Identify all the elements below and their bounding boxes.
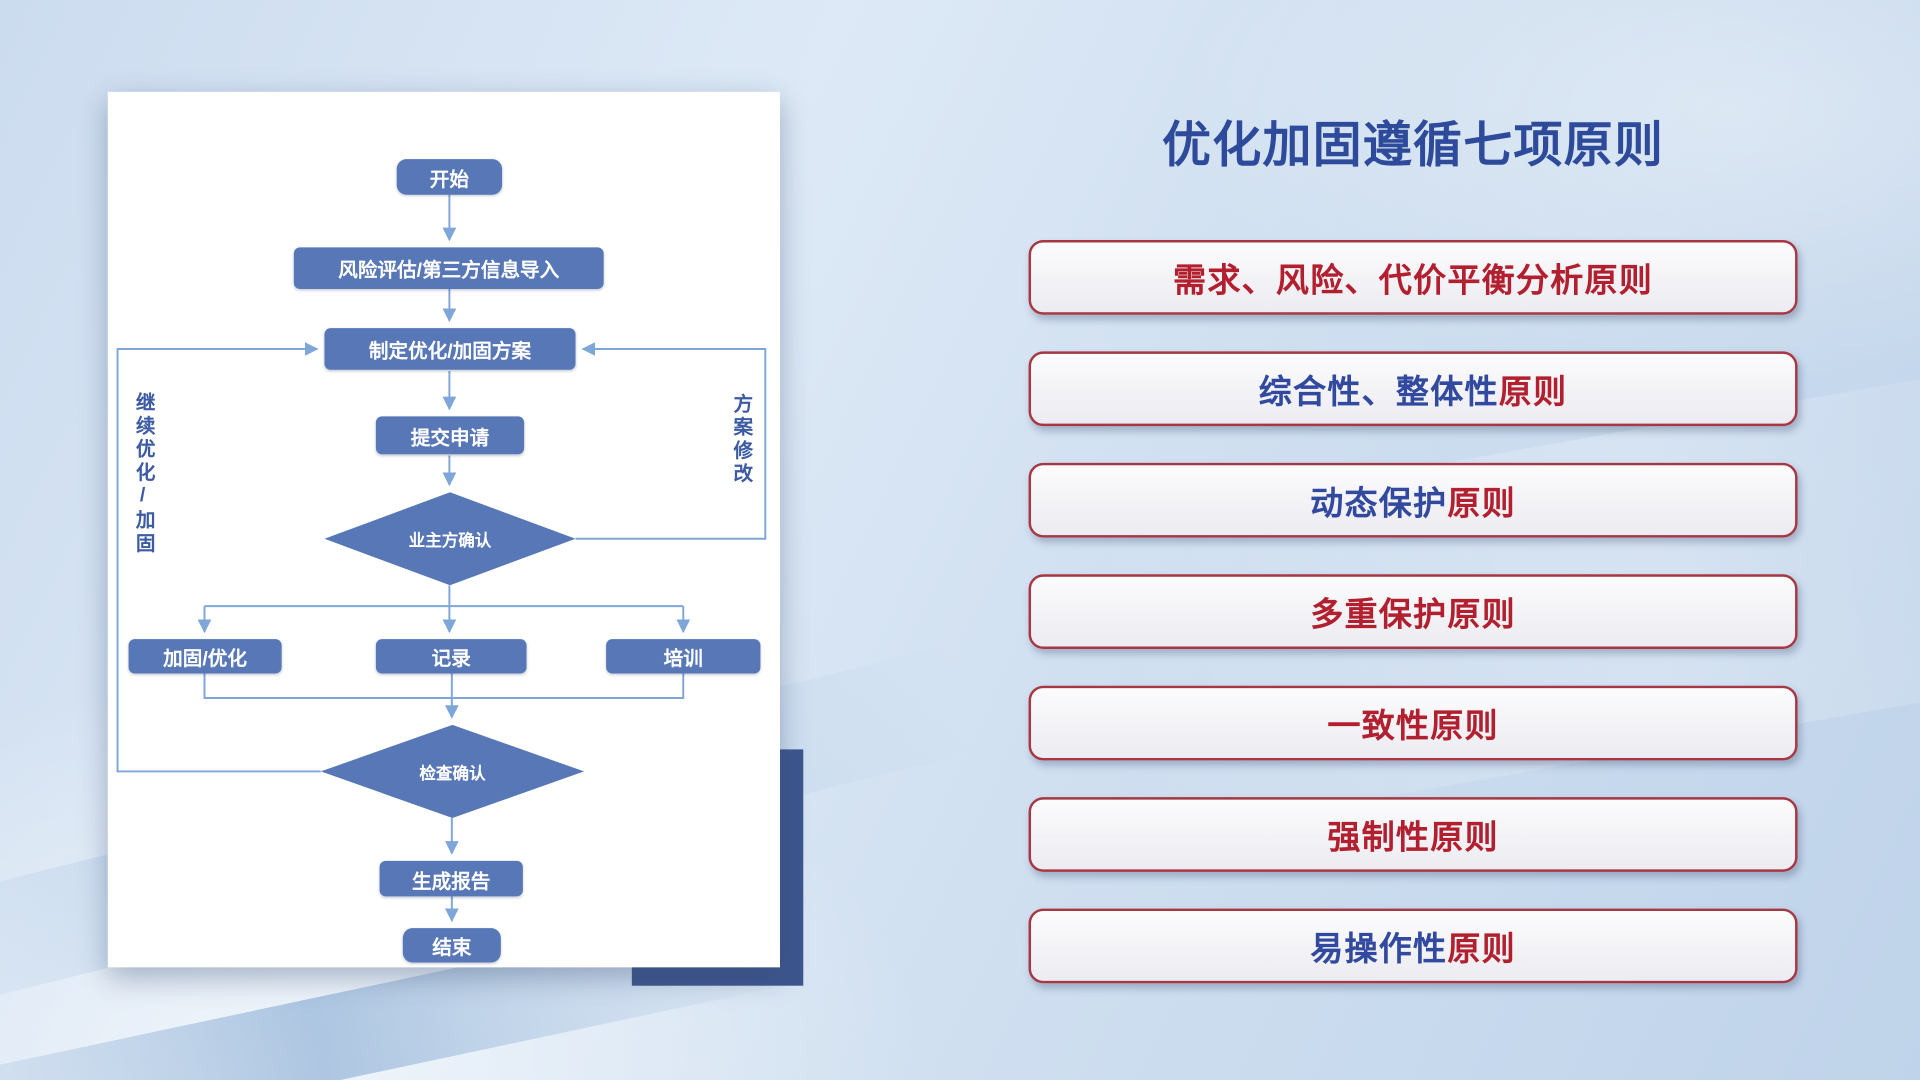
- principle-text: 一致性原则: [1327, 707, 1499, 745]
- principle-text: 综合性、整体性: [1258, 373, 1499, 411]
- flow-node-record: 记录: [375, 639, 527, 674]
- principle-text-suffix: 原则: [1447, 930, 1516, 968]
- flow-node-report: 生成报告: [379, 860, 523, 897]
- flow-node-submit: 提交申请: [375, 416, 525, 455]
- flow-label-plan-revision: 方案修改: [729, 393, 751, 487]
- principle-box-2: 综合性、整体性原则: [1028, 351, 1798, 427]
- principle-box-3: 动态保护原则: [1028, 462, 1798, 538]
- line-branch-merge: [203, 673, 685, 699]
- flow-node-end: 结束: [402, 928, 501, 963]
- flowchart-panel: 开始 风险评估/第三方信息导入 制定优化/加固方案 提交申请 业主方确认 加固/…: [107, 91, 781, 968]
- flow-node-make-plan: 制定优化/加固方案: [324, 328, 576, 370]
- principle-text: 强制性原则: [1327, 819, 1499, 856]
- flow-node-reinforce: 加固/优化: [128, 639, 282, 674]
- principle-box-7: 易操作性原则: [1028, 908, 1798, 984]
- loop-plan-revision: [575, 342, 767, 540]
- principle-text-suffix: 原则: [1447, 484, 1516, 522]
- flow-node-training: 培训: [606, 639, 761, 674]
- principle-box-4: 多重保护原则: [1028, 574, 1798, 649]
- principles-column: 优化加固遵循七项原则 需求、风险、代价平衡分析原则 综合性、整体性原则 动态保护…: [1028, 0, 1798, 1080]
- principle-box-5: 一致性原则: [1028, 685, 1798, 761]
- principle-box-1: 需求、风险、代价平衡分析原则: [1028, 240, 1798, 315]
- flow-node-risk-import: 风险评估/第三方信息导入: [293, 247, 604, 289]
- principle-text: 多重保护原则: [1310, 596, 1516, 634]
- flow-node-start: 开始: [396, 159, 503, 195]
- principle-box-6: 强制性原则: [1028, 797, 1798, 872]
- principle-text: 动态保护: [1310, 484, 1448, 522]
- flowchart-connectors: [116, 194, 767, 923]
- principle-text: 易操作性: [1310, 930, 1448, 968]
- principle-text-suffix: 原则: [1498, 373, 1568, 411]
- loop-continue-optimize: [116, 342, 321, 773]
- principles-list: 需求、风险、代价平衡分析原则 综合性、整体性原则 动态保护原则 多重保护原则 一…: [1028, 240, 1798, 1020]
- flow-label-continue-optimize: 继续优化/加固: [132, 391, 154, 556]
- page-title: 优化加固遵循七项原则: [1162, 118, 1665, 173]
- principle-text: 需求、风险、代价平衡分析原则: [1173, 262, 1654, 299]
